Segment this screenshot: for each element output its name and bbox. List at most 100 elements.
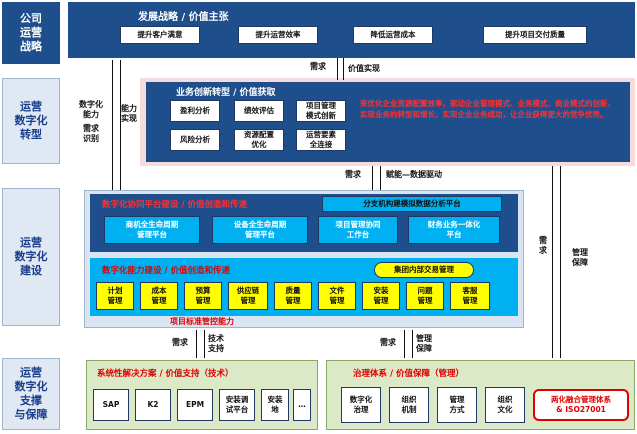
capability-box: 安装 管理 (362, 282, 400, 310)
platform-box-label: 项目管理协同 工作台 (335, 220, 381, 239)
platform-box: 商机全生命周期 管理平台 (104, 216, 200, 244)
governance-box-label: 数字化 治理 (349, 395, 373, 414)
demand-label: 需求 (310, 62, 326, 71)
arrow-line (372, 166, 373, 190)
capability-box-label: 安装 管理 (373, 286, 389, 305)
arrow-line (343, 58, 344, 80)
transform-box: 项目管理 模式创新 (296, 100, 346, 122)
solution-box-label: 安装调 试平台 (225, 395, 249, 414)
capability-box: 供应链 管理 (228, 282, 268, 310)
arrow-line (204, 330, 205, 358)
capability-box: 文件 管理 (318, 282, 356, 310)
solution-box: 安装调 试平台 (219, 389, 255, 421)
ability-realize-label: 能力 实现 (121, 104, 137, 123)
governance-box-label: 组织 机制 (401, 395, 417, 414)
band-transform-label: 运营 数字化 转型 (14, 100, 48, 141)
transform-box: 运营要素 全连接 (296, 129, 346, 151)
band-build-label: 运营 数字化 建设 (14, 236, 48, 277)
band-build: 运营 数字化 建设 (2, 188, 60, 326)
capability-title: 数字化能力建设 / 价值创造和传递 (102, 266, 231, 276)
capability-box: 质量 管理 (274, 282, 312, 310)
transform-box: 资源配置 优化 (234, 129, 284, 151)
right-mgmt-guarantee-label: 管理 保障 (572, 248, 588, 267)
capability-box-label: 客服 管理 (462, 286, 478, 305)
solutions-title: 系统性解决方案 / 价值支持（技术） (97, 369, 234, 379)
tech-support-label: 技术 支持 (208, 334, 224, 353)
arrow-line (337, 58, 338, 80)
capability-box-label: 质量 管理 (285, 286, 301, 305)
strategy-panel: 发展战略 / 价值主张 提升客户满意 提升运营效率 降低运营成本 提升项目交付质… (68, 2, 635, 58)
governance-box-label: 管理 方式 (449, 395, 465, 414)
capability-right-box: 集团内部交易管理 (374, 262, 474, 278)
strategy-title: 发展战略 / 价值主张 (138, 12, 229, 23)
governance-box: 管理 方式 (437, 387, 477, 423)
transform-box-label: 盈利分析 (180, 106, 210, 115)
capability-box: 问题 管理 (406, 282, 444, 310)
capability-box-label: 供应链 管理 (236, 286, 260, 305)
governance-panel: 治理体系 / 价值保障（管理） 数字化 治理 组织 机制 管理 方式 组织 文化… (326, 360, 635, 430)
platform-box-label: 财务业务一体化 平台 (427, 220, 481, 239)
transform-box-label: 风险分析 (180, 135, 210, 144)
band-support: 运营 数字化 支撑 与保障 (2, 358, 60, 430)
solution-box-label: EPM (185, 400, 205, 409)
band-transform: 运营 数字化 转型 (2, 78, 60, 164)
band-support-label: 运营 数字化 支撑 与保障 (14, 366, 48, 421)
demand-label: 需求 (345, 170, 361, 179)
capability-box-label: 预算 管理 (195, 286, 211, 305)
arrow-line (412, 330, 413, 358)
arrow-line (404, 330, 405, 358)
platform-box-label: 设备全生命周期 管理平台 (233, 220, 287, 239)
solution-box-label: K2 (147, 400, 159, 409)
arrow-line (112, 60, 113, 190)
transform-box: 盈利分析 (170, 100, 220, 122)
solution-box: EPM (177, 389, 213, 421)
platform-box: 设备全生命周期 管理平台 (212, 216, 308, 244)
solution-box: … (293, 389, 311, 421)
solution-box: 安装 地 (261, 389, 289, 421)
support-demand-label: 需求 (380, 338, 396, 347)
capability-box-label: 成本 管理 (151, 286, 167, 305)
band-strategy-label: 公司 运营 战略 (20, 12, 42, 53)
transform-box: 绩效评估 (234, 100, 284, 122)
capability-box-label: 文件 管理 (329, 286, 345, 305)
capability-box-label: 问题 管理 (417, 286, 433, 305)
governance-box: 数字化 治理 (341, 387, 381, 423)
strategy-item: 提升运营效率 (238, 26, 318, 44)
solution-box-label: … (298, 400, 306, 409)
support-demand-label: 需求 (172, 338, 188, 347)
strategy-item: 提升项目交付质量 (483, 26, 587, 44)
platform-box-label: 商机全生命周期 管理平台 (125, 220, 179, 239)
transform-title: 业务创新转型 / 价值获取 (176, 88, 276, 98)
support-mgmt-guarantee-label: 管理 保障 (416, 334, 432, 353)
right-demand-label: 需求 (539, 236, 547, 255)
platform-right-box: 分支机构建模拟数据分析平台 (322, 196, 502, 212)
solution-box: SAP (93, 389, 129, 421)
governance-box-label: 组织 文化 (497, 395, 513, 414)
capability-box: 成本 管理 (140, 282, 178, 310)
capability-box: 客服 管理 (450, 282, 490, 310)
governance-box: 组织 文化 (485, 387, 525, 423)
arrow-line (552, 166, 553, 358)
solution-box-label: SAP (102, 400, 120, 409)
transform-box-label: 绩效评估 (244, 106, 274, 115)
arrow-line (120, 60, 121, 190)
capability-panel: 数字化能力建设 / 价值创造和传递 集团内部交易管理 计划 管理 成本 管理 预… (90, 258, 518, 316)
strategy-item: 降低运营成本 (353, 26, 433, 44)
transform-box-label: 项目管理 模式创新 (306, 101, 336, 120)
transform-box-label: 资源配置 优化 (244, 130, 274, 149)
band-strategy: 公司 运营 战略 (2, 2, 60, 64)
governance-title: 治理体系 / 价值保障（管理） (353, 369, 465, 379)
capability-box: 计划 管理 (96, 282, 134, 310)
arrow-line (196, 330, 197, 358)
solution-box: K2 (135, 389, 171, 421)
transform-box-label: 运营要素 全连接 (306, 130, 336, 149)
capability-box-label: 计划 管理 (107, 286, 123, 305)
transform-panel: 业务创新转型 / 价值获取 盈利分析 绩效评估 项目管理 模式创新 风险分析 资… (146, 82, 630, 162)
demand-identify-label: 需求 识别 (83, 124, 99, 143)
strategy-item: 提升客户满意 (120, 26, 200, 44)
solutions-panel: 系统性解决方案 / 价值支持（技术） SAP K2 EPM 安装调 试平台 安装… (86, 360, 318, 430)
platform-title: 数字化协同平台建设 / 价值创造和传递 (102, 200, 248, 210)
governance-special-label: 两化融合管理体系 & ISO27001 (551, 395, 611, 414)
arrow-line (380, 166, 381, 190)
platform-box: 财务业务一体化 平台 (408, 216, 500, 244)
